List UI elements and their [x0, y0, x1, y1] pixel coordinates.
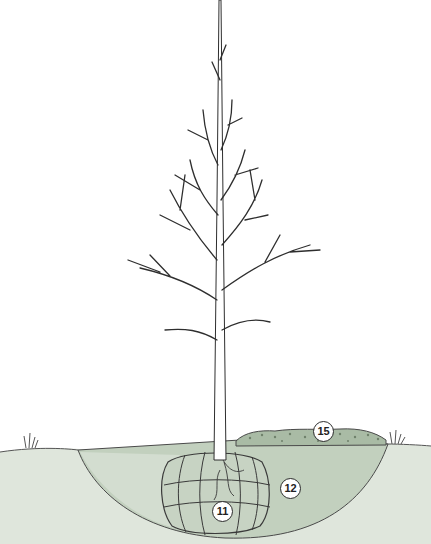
branches	[128, 45, 320, 340]
burlap-wire	[164, 452, 270, 535]
grass-tuft	[24, 430, 405, 448]
root-ball	[162, 453, 270, 534]
backfill	[78, 440, 388, 538]
callout-number: 12	[280, 478, 301, 499]
ground-line	[0, 448, 78, 452]
roots	[214, 458, 244, 500]
ground-line	[386, 444, 431, 446]
callout-number: 15	[313, 421, 334, 442]
callout-number: 11	[212, 501, 233, 522]
mulch-layer	[236, 429, 386, 446]
